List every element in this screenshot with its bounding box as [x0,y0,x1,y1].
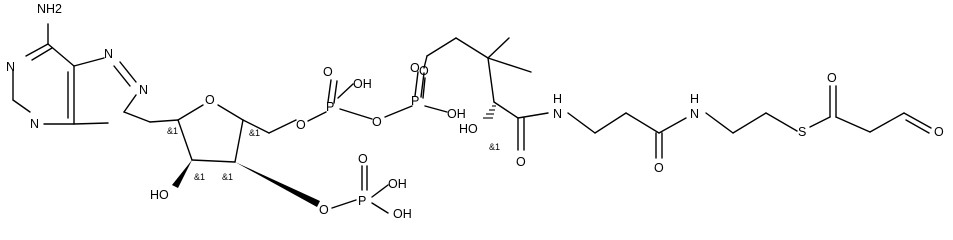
pan-oh-label: HO [459,122,478,136]
c2-oh-wedge [172,160,192,188]
pb-oh-label: OH [447,107,466,121]
n7-label: N [104,47,113,61]
o5-label: O [296,118,306,132]
pb-dbl-o-label: O [410,61,420,75]
pa-dbl-o-label: O [323,65,333,79]
pb-label: P [411,94,419,108]
ald-o-label: O [934,125,944,139]
phosphate-3-bonds [331,165,389,214]
diphosphate-bonds [307,71,448,122]
thio-o-label: O [827,71,837,85]
c4-stereo-label: &1 [249,128,260,138]
pantoate-bonds [423,37,549,151]
nh1-n-label: N [553,107,562,121]
beta-alanine-bonds [567,112,687,159]
thio-s-label: S [798,125,806,139]
o3-label: O [319,203,329,217]
n9-label: N [139,83,148,97]
cysteamine-bonds [705,85,932,134]
c3-o-wedge [235,162,320,207]
nh2-h-label: H [690,92,699,106]
c2-stereo-label: &1 [194,172,205,182]
ring-o-label: O [205,93,215,107]
pantoate-hash-bond [483,105,496,119]
pan-o-label: O [419,64,429,78]
amide2-o-label: O [654,161,664,175]
n1-label: N [6,60,15,74]
nh2-label: NH2 [37,2,62,16]
p3-label: P [358,194,366,208]
amide1-o-label: O [516,155,526,169]
c3-stereo-label: &1 [222,172,233,182]
pa-label: P [326,100,334,114]
c2-oh-label: HO [150,188,169,202]
nh2-n-label: N [690,107,699,121]
structure-diagram: NH2 N N N N O HO &1 &1 &1 &1 O P O OH OH [6,2,944,221]
ribose-bonds [149,104,297,163]
bridge-o-label: O [372,115,382,129]
p3-oh-b-label: OH [393,207,412,221]
pan-stereo-label: &1 [489,142,500,152]
c1-stereo-label: &1 [167,126,178,136]
pa-oh-label: OH [353,77,372,91]
p3-dbl-o-label: O [358,152,368,166]
adenine-bonds [12,23,151,125]
n3-label: N [30,117,39,131]
p3-oh-a-label: OH [388,177,407,191]
nh1-h-label: H [553,92,562,106]
